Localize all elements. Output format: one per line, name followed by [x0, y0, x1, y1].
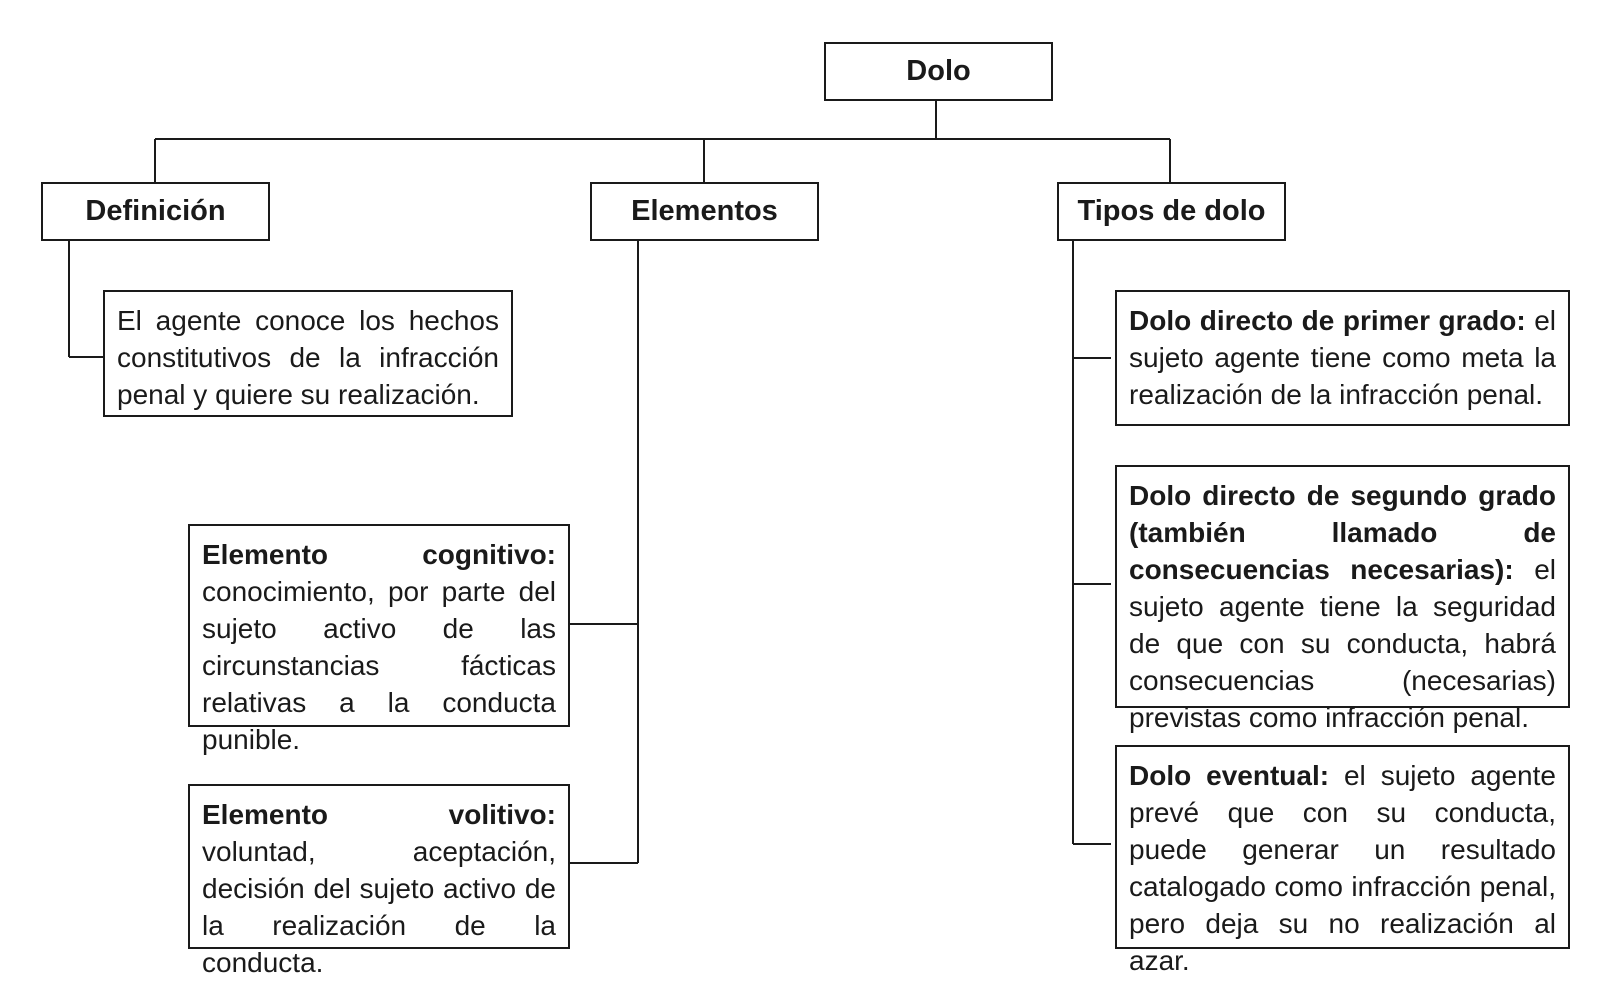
elemento-cognitivo-box: Elemento cognitivo: conocimiento, por pa… — [188, 524, 570, 755]
dolo-primer-grado-box: Dolo directo de primer grado: el sujeto … — [1115, 290, 1570, 426]
definicion-node: Definición — [41, 182, 270, 241]
elemento-cognitivo-text: conocimiento, por parte del sujeto activ… — [202, 576, 556, 755]
elementos-node: Elementos — [590, 182, 819, 241]
dolo-eventual-text: el sujeto agente prevé que con su conduc… — [1129, 760, 1556, 976]
root-node: Dolo — [824, 42, 1053, 101]
elementos-label: Elementos — [631, 195, 778, 227]
elemento-volitivo-box: Elemento volitivo: voluntad, aceptación,… — [188, 784, 570, 978]
dolo-eventual-term: Dolo eventual: — [1129, 760, 1330, 791]
dolo-primer-grado-term: Dolo directo de primer grado: — [1129, 305, 1526, 336]
definicion-text: El agente conoce los hechos constitutivo… — [117, 305, 499, 410]
dolo-segundo-grado-text: el sujeto agente tiene la seguridad de q… — [1129, 554, 1556, 733]
dolo-primer-grado-text: el sujeto agente tiene como meta la real… — [1129, 305, 1556, 410]
dolo-segundo-grado-term: Dolo directo de segundo grado (también l… — [1129, 480, 1556, 585]
root-label: Dolo — [906, 55, 971, 87]
dolo-eventual-box: Dolo eventual: el sujeto agente prevé qu… — [1115, 745, 1570, 976]
elemento-cognitivo-term: Elemento cognitivo: — [202, 539, 556, 570]
definicion-label: Definición — [85, 195, 226, 227]
tipos-node: Tipos de dolo — [1057, 182, 1286, 241]
dolo-segundo-grado-box: Dolo directo de segundo grado (también l… — [1115, 465, 1570, 733]
tipos-label: Tipos de dolo — [1077, 195, 1266, 227]
elemento-volitivo-text: voluntad, aceptación, decisión del sujet… — [202, 836, 556, 978]
elemento-volitivo-term: Elemento volitivo: — [202, 799, 556, 830]
definicion-text-box: El agente conoce los hechos constitutivo… — [103, 290, 513, 417]
